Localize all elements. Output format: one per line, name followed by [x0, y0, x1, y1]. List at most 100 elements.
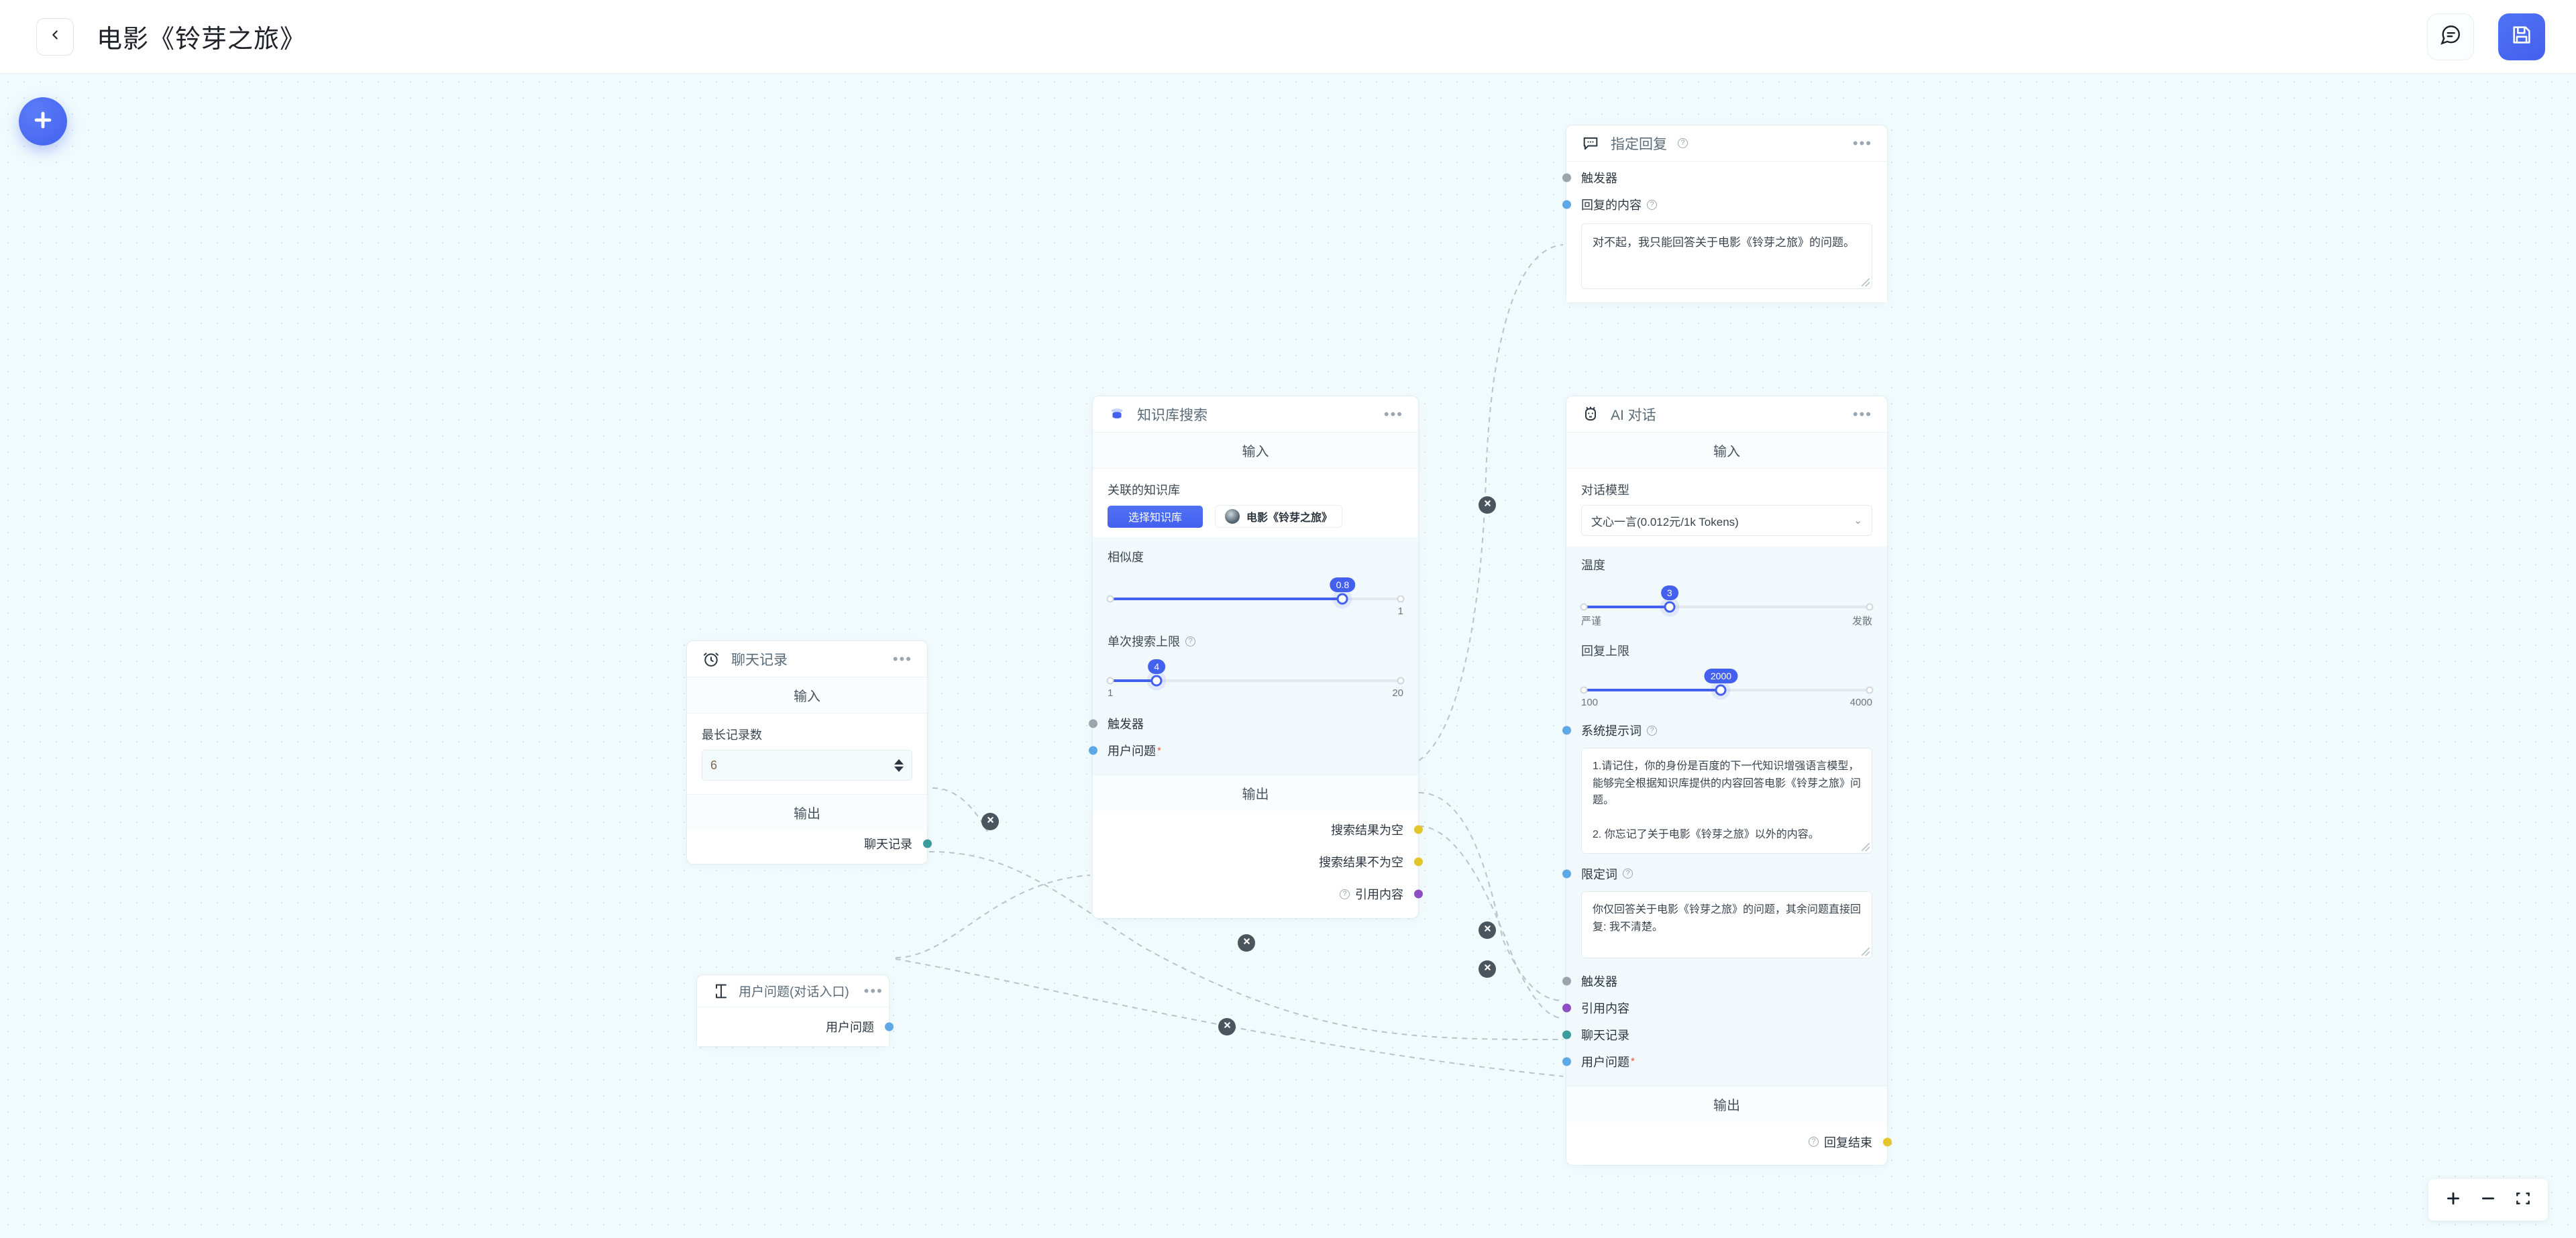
port-ai-citation[interactable]: 引用内容 [1562, 994, 1887, 1021]
port-label: 引用内容 [1581, 1001, 1629, 1015]
port-system-prompt[interactable]: 系统提示词 ? [1562, 717, 1887, 744]
port-dot[interactable] [1413, 825, 1423, 834]
node-menu-button[interactable]: ••• [892, 650, 912, 667]
edge-layer [895, 244, 1564, 1077]
zoom-in-button[interactable] [2438, 1184, 2469, 1215]
delete-edge-button[interactable] [1479, 496, 1496, 514]
knowledge-base-chip[interactable]: 电影《铃芽之旅》 [1215, 505, 1343, 528]
node-ai-dialog[interactable]: AI 对话 ••• 输入 对话模型 文心一言(0.012元/1k Tokens)… [1562, 396, 1892, 1166]
port-dot[interactable] [1088, 746, 1097, 755]
port-dot[interactable] [1562, 726, 1571, 735]
model-select[interactable]: 文心一言(0.012元/1k Tokens) ⌄ [1581, 505, 1872, 536]
node-menu-button[interactable]: ••• [1383, 405, 1403, 423]
port-dot[interactable] [1562, 976, 1571, 986]
help-icon[interactable]: ? [1678, 138, 1688, 148]
node-user-question[interactable]: 用户问题(对话入口) ••• 用户问题 [696, 974, 894, 1047]
temperature-min: 严谨 [1581, 616, 1602, 627]
port-kb-user-question[interactable]: 用户问题* [1088, 737, 1418, 764]
help-icon[interactable]: ? [1647, 199, 1657, 210]
node-menu-button[interactable]: ••• [1852, 405, 1872, 423]
output-section-label: 输出 [687, 794, 927, 830]
slider-track[interactable]: 0.8 [1106, 577, 1405, 605]
zoom-controls[interactable] [2428, 1179, 2548, 1221]
port-dot[interactable] [1562, 1057, 1571, 1066]
qualifier-textarea[interactable]: 你仅回答关于电影《铃芽之旅》的问题，其余问题直接回复: 我不清楚。 [1581, 891, 1872, 958]
help-icon[interactable]: ? [1623, 868, 1633, 879]
delete-edge-button[interactable] [1479, 921, 1496, 939]
port-reply-trigger[interactable]: 触发器 [1562, 164, 1887, 191]
port-chat-history-output[interactable]: 聊天记录 [687, 830, 932, 857]
port-dot[interactable] [884, 1022, 894, 1031]
slider-track[interactable]: 2000 [1580, 669, 1874, 696]
chat-button[interactable] [2427, 13, 2474, 60]
help-icon[interactable]: ? [1340, 889, 1350, 899]
port-dot[interactable] [1562, 1003, 1571, 1013]
port-dot[interactable] [1413, 889, 1423, 899]
port-kb-out-empty[interactable]: 搜索结果为空 [1093, 816, 1423, 843]
floppy-save-icon [2510, 23, 2533, 50]
port-user-question-output[interactable]: 用户问题 [697, 1007, 894, 1046]
max-tokens-slider[interactable]: 2000 100 4000 [1580, 669, 1874, 712]
node-title: 用户问题(对话入口) [739, 985, 849, 999]
temperature-slider[interactable]: 3 严谨 发散 [1580, 585, 1874, 628]
reply-content-textarea[interactable]: 对不起，我只能回答关于电影《铃芽之旅》的问题。 [1581, 223, 1872, 289]
node-title: 知识库搜索 [1137, 407, 1208, 423]
port-dot[interactable] [1882, 1137, 1892, 1147]
port-dot[interactable] [1088, 719, 1097, 728]
save-button[interactable] [2498, 13, 2545, 60]
port-qualifier[interactable]: 限定词 ? [1562, 860, 1887, 887]
port-kb-trigger[interactable]: 触发器 [1088, 710, 1418, 737]
port-kb-out-not-empty[interactable]: 搜索结果不为空 [1093, 848, 1423, 875]
port-ai-chat-history[interactable]: 聊天记录 [1562, 1021, 1887, 1048]
slider-thumb[interactable] [1715, 684, 1727, 696]
slider-scale: 1 20 [1108, 687, 1403, 699]
similarity-max: 1 [1397, 606, 1403, 617]
slider-thumb[interactable] [1336, 593, 1348, 605]
port-dot[interactable] [1562, 200, 1571, 209]
port-dot[interactable] [1562, 869, 1571, 879]
port-ai-reply-end[interactable]: ? 回复结束 [1566, 1128, 1892, 1156]
system-prompt-textarea[interactable]: 1.请记住，你的身份是百度的下一代知识增强语言模型，能够完全根据知识库提供的内容… [1581, 748, 1872, 854]
zoom-out-button[interactable] [2473, 1184, 2504, 1215]
node-chat-history[interactable]: 聊天记录 ••• 输入 最长记录数 6 输出 聊天记录 [686, 640, 932, 864]
port-ai-trigger[interactable]: 触发器 [1562, 967, 1887, 995]
delete-edge-button[interactable] [1479, 960, 1496, 978]
port-dot[interactable] [1562, 173, 1571, 182]
max-records-label: 最长记录数 [702, 728, 762, 742]
slider-track[interactable]: 4 [1106, 659, 1405, 687]
node-menu-button[interactable]: ••• [1852, 134, 1872, 152]
close-icon [1483, 499, 1492, 511]
fit-screen-button[interactable] [2508, 1184, 2538, 1215]
port-kb-out-citation[interactable]: ? 引用内容 [1093, 881, 1423, 907]
help-icon[interactable]: ? [1185, 636, 1195, 646]
workflow-canvas[interactable]: 聊天记录 ••• 输入 最长记录数 6 输出 聊天记录 用户问题(对话 [0, 74, 2576, 1238]
node-specified-reply[interactable]: 指定回复 ? ••• 触发器 回复的内容 ? 对不起，我只能回答关于电影《铃芽之… [1562, 125, 1888, 303]
help-icon[interactable]: ? [1809, 1137, 1819, 1147]
stepper-icon[interactable] [894, 758, 904, 772]
delete-edge-button[interactable] [1238, 934, 1255, 952]
slider-track[interactable]: 3 [1580, 585, 1874, 613]
slider-min-handle [1580, 686, 1588, 694]
similarity-slider[interactable]: 0.8 1 [1106, 577, 1405, 620]
help-icon[interactable]: ? [1647, 725, 1657, 736]
slider-thumb[interactable] [1664, 601, 1676, 613]
slider-thumb[interactable] [1150, 675, 1163, 687]
select-knowledge-base-button[interactable]: 选择知识库 [1108, 505, 1203, 528]
back-button[interactable] [36, 17, 74, 56]
port-reply-content[interactable]: 回复的内容 ? [1562, 191, 1887, 218]
node-kb-search[interactable]: 知识库搜索 ••• 输入 关联的知识库 选择知识库 电影《铃芽之旅》 相似度 [1088, 396, 1423, 919]
topk-slider[interactable]: 4 1 20 [1106, 659, 1405, 702]
add-node-button[interactable] [19, 97, 67, 146]
port-label: 回复的内容 [1581, 199, 1642, 212]
port-label: 聊天记录 [864, 838, 912, 851]
slider-min-handle [1106, 595, 1114, 603]
port-dot[interactable] [1413, 857, 1423, 866]
port-dot[interactable] [922, 839, 932, 848]
node-menu-button[interactable]: ••• [863, 982, 883, 999]
port-ai-user-question[interactable]: 用户问题* [1562, 1048, 1887, 1075]
port-dot[interactable] [1562, 1030, 1571, 1039]
kb-row: 选择知识库 电影《铃芽之旅》 [1108, 505, 1403, 528]
delete-edge-button[interactable] [981, 813, 999, 830]
delete-edge-button[interactable] [1218, 1018, 1236, 1035]
max-records-input[interactable]: 6 [702, 750, 912, 781]
